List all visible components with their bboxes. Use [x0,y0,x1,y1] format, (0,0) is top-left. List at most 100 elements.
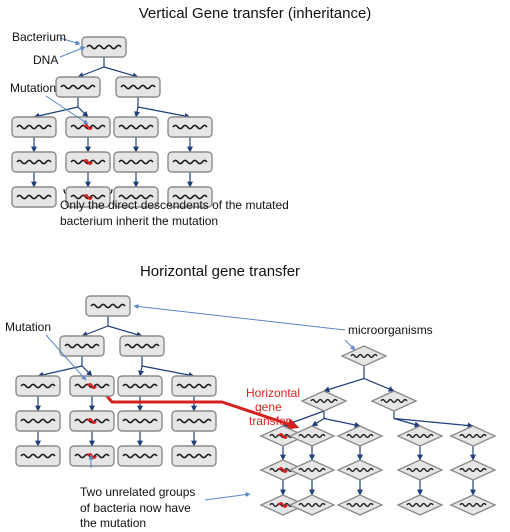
microorganism-cell [336,425,384,447]
mutation-mark [87,383,97,389]
dna-strand [346,433,374,439]
microorganism-cell [449,494,497,516]
bacterium-cell [171,410,217,432]
mutation-mark [278,467,288,473]
bacterium-cell [15,410,61,432]
dna-strand [118,124,154,130]
lineage-arrow [323,417,361,428]
hgt-label-line2: gene [255,400,282,414]
microorganism-cell [449,459,497,481]
microorganism-cell [370,390,418,412]
lineage-arrow [393,417,421,428]
lineage-arrow [393,417,474,429]
dna-strand [406,502,434,508]
dna-strand [346,467,374,473]
microorganism-cell [300,390,348,412]
lineage-arrow [137,106,191,119]
dna-strand [176,383,212,389]
bacterium-cell [115,76,161,98]
dna-strand [64,343,100,349]
hgt-label-line1: Horizontal [246,386,300,400]
bacterium-cell [167,116,213,138]
lineage-arrow [363,377,395,392]
microorganism-cell [336,494,384,516]
lineage-arrow [141,365,195,378]
microorganism-cell [336,459,384,481]
dna-strand [298,433,326,439]
dna-strand [124,343,160,349]
dna-strand [16,124,52,130]
bacterium-cell [11,186,57,208]
mutation-mark [87,418,97,424]
label-pointer [45,95,89,125]
mutation-label-top: Mutation [10,81,56,95]
dna-strand [122,453,158,459]
bacterium-cell [171,375,217,397]
mutation-mark [83,194,93,200]
bacterium-cell [113,116,159,138]
dna-strand [298,467,326,473]
lineage-arrow [81,325,109,337]
microorganism-cell [288,425,336,447]
bacterium-cell [113,151,159,173]
bacterium-cell [55,76,101,98]
label-pointer [133,304,346,331]
dna-strand [172,194,208,200]
bacterium-cell [117,375,163,397]
vertical-title: Vertical Gene transfer (inheritance) [139,5,372,22]
lineage-arrow [103,66,139,79]
bacterium-cell [113,186,159,208]
mutation-label-bottom: Mutation [5,320,51,334]
bacterium-cell [85,295,131,317]
bacterium-cell [119,335,165,357]
dna-label: DNA [33,53,58,67]
hgt-label-line3: transfer [249,414,290,428]
lineage-arrow [77,106,89,118]
microorganism-cell [288,459,336,481]
dna-strand [172,159,208,165]
dna-strand [346,502,374,508]
bacterium-cell [15,375,61,397]
dna-strand [459,467,487,473]
mutation-mark [83,124,93,130]
dna-strand [20,418,56,424]
dna-strand [86,44,122,50]
bacterium-cell [117,410,163,432]
dna-strand [310,398,338,404]
vertical-note-line1: Only the direct descendents of the mutat… [60,198,289,212]
mutation-mark [278,502,288,508]
microorganism-cell [340,345,388,367]
microorganisms-label: microorganisms [348,323,433,337]
label-pointer [59,37,81,46]
label-pointers [45,37,356,501]
dna-strand [122,418,158,424]
microorganism-cell [396,459,444,481]
bacterium-cell [11,116,57,138]
dna-strand [122,383,158,389]
dna-strand [16,159,52,165]
lineage-arrow [311,417,325,427]
dna-strand [176,453,212,459]
label-pointer [344,339,356,351]
horizontal-title: Horizontal gene transfer [140,263,300,280]
bacterium-cell [167,186,213,208]
lineage-arrow [33,106,79,119]
microorganism-cell [396,425,444,447]
dna-strand [60,84,96,90]
label-pointer [204,492,251,501]
bacterium-cell [59,335,105,357]
dna-strand [176,418,212,424]
lineage-arrow [77,66,105,78]
dna-strand [90,303,126,309]
dna-strand [406,433,434,439]
horizontal-note-line3: the mutation [80,516,146,530]
bacterium-cell [81,36,127,58]
dna-strand [459,502,487,508]
bacterium-cell [117,445,163,467]
lineage-arrow [323,377,365,393]
lineage-arrow [134,106,141,118]
bacterium-cell [11,151,57,173]
dna-strand [118,159,154,165]
bacteria-cells [11,36,497,516]
